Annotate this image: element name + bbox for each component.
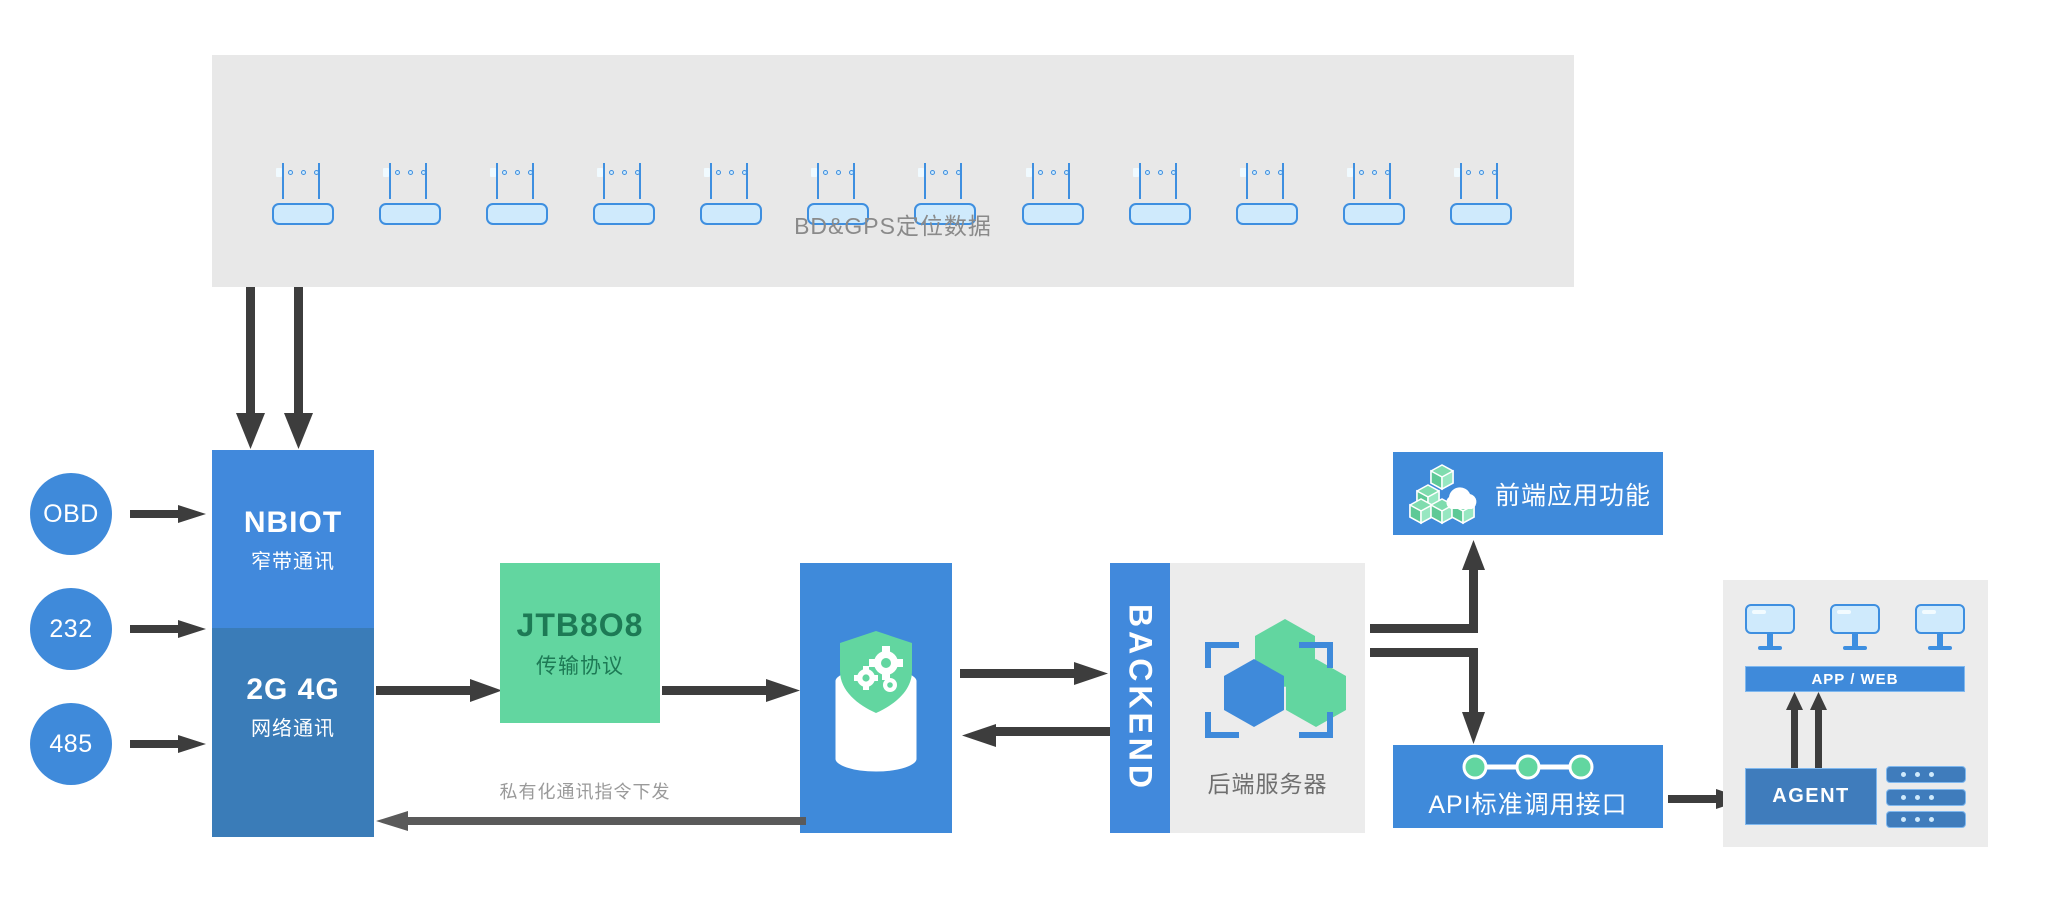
router-icon — [1235, 163, 1298, 225]
router-icon — [593, 163, 656, 225]
protocol-to-datastore-arrow — [662, 679, 800, 702]
backend-strip[interactable]: BACKEND — [1110, 563, 1170, 833]
rs485-to-comm-arrow — [130, 735, 206, 753]
backend-panel: BACKEND 后端服务器 — [1110, 563, 1365, 833]
private-command-arrow — [376, 811, 806, 831]
server-rack-icon — [1886, 766, 1966, 783]
nbiot-title: NBIOT — [243, 505, 343, 539]
router-icon — [914, 163, 977, 225]
monitor-row — [1745, 604, 1965, 654]
monitor-icon — [1830, 604, 1880, 652]
router-row — [272, 163, 1512, 225]
router-icon — [700, 163, 763, 225]
cellular-subtitle: 网络通讯 — [251, 718, 335, 740]
app-web-label: APP / WEB — [1811, 670, 1899, 688]
backend-strip-label: BACKEND — [1122, 604, 1159, 792]
server-rack-icon — [1886, 788, 1966, 806]
monitor-icon — [1915, 604, 1965, 652]
device-band-label: BD&GPS定位数据 — [794, 213, 992, 239]
backend-to-frontend-arrow — [1370, 540, 1485, 633]
source-obd[interactable]: OBD — [30, 473, 112, 555]
cellular-title: 2G 4G — [246, 673, 340, 706]
router-icon — [486, 163, 549, 225]
source-obd-label: OBD — [43, 499, 99, 528]
router-icon — [807, 163, 870, 225]
band-to-comm-arrows — [236, 287, 313, 449]
comm-module-cellular[interactable]: 2G 4G 网络通讯 — [212, 628, 374, 837]
router-icon — [1342, 163, 1405, 225]
backend-to-api-arrow — [1370, 648, 1485, 744]
protocol-title: JTB8O8 — [516, 606, 644, 643]
router-icon — [1021, 163, 1084, 225]
agent-label: AGENT — [1772, 785, 1850, 807]
source-232[interactable]: 232 — [30, 588, 112, 670]
nbiot-subtitle: 窄带通讯 — [251, 550, 335, 573]
router-icon — [1128, 163, 1191, 225]
router-icon — [379, 163, 442, 225]
api-card[interactable]: API标准调用接口 — [1393, 745, 1663, 828]
obd-to-comm-arrow — [130, 505, 206, 523]
app-web-bar[interactable]: APP / WEB — [1745, 666, 1965, 692]
database-shield-gears-icon — [832, 631, 920, 775]
frontend-card[interactable]: 前端应用功能 — [1393, 452, 1663, 535]
agent-to-appweb-arrows — [1786, 692, 1827, 770]
agent-panel: APP / WEB AGENT — [1723, 580, 1988, 847]
frontend-label: 前端应用功能 — [1495, 481, 1652, 510]
source-485-label: 485 — [49, 729, 93, 758]
private-command-label: 私有化通讯指令下发 — [499, 782, 671, 802]
datastore-backend-arrows — [960, 662, 1110, 747]
monitor-icon — [1745, 604, 1795, 652]
data-store-box[interactable] — [800, 563, 952, 833]
api-label: API标准调用接口 — [1428, 790, 1628, 819]
source-232-label: 232 — [49, 614, 93, 643]
source-485[interactable]: 485 — [30, 703, 112, 785]
server-rack-icon — [1886, 811, 1966, 828]
comm-module-nbiot[interactable]: NBIOT 窄带通讯 — [212, 450, 374, 628]
comm-to-protocol-arrow — [376, 679, 502, 702]
backend-caption: 后端服务器 — [1207, 771, 1328, 797]
cloud-cubes-icon — [1409, 463, 1477, 524]
router-icon — [272, 163, 334, 225]
protocol-subtitle: 传输协议 — [536, 654, 624, 678]
protocol-box[interactable]: JTB8O8 传输协议 — [500, 563, 660, 723]
node-chain-icon — [1462, 754, 1594, 779]
rs232-to-comm-arrow — [130, 620, 206, 638]
communication-module: NBIOT 窄带通讯 2G 4G 网络通讯 — [212, 450, 374, 837]
router-icon — [1449, 163, 1512, 225]
device-band: BD&GPS定位数据 — [212, 55, 1574, 287]
agent-box[interactable]: AGENT — [1745, 768, 1877, 825]
server-rack — [1886, 766, 1966, 828]
hexagon-cluster-scan-icon — [1205, 619, 1346, 738]
